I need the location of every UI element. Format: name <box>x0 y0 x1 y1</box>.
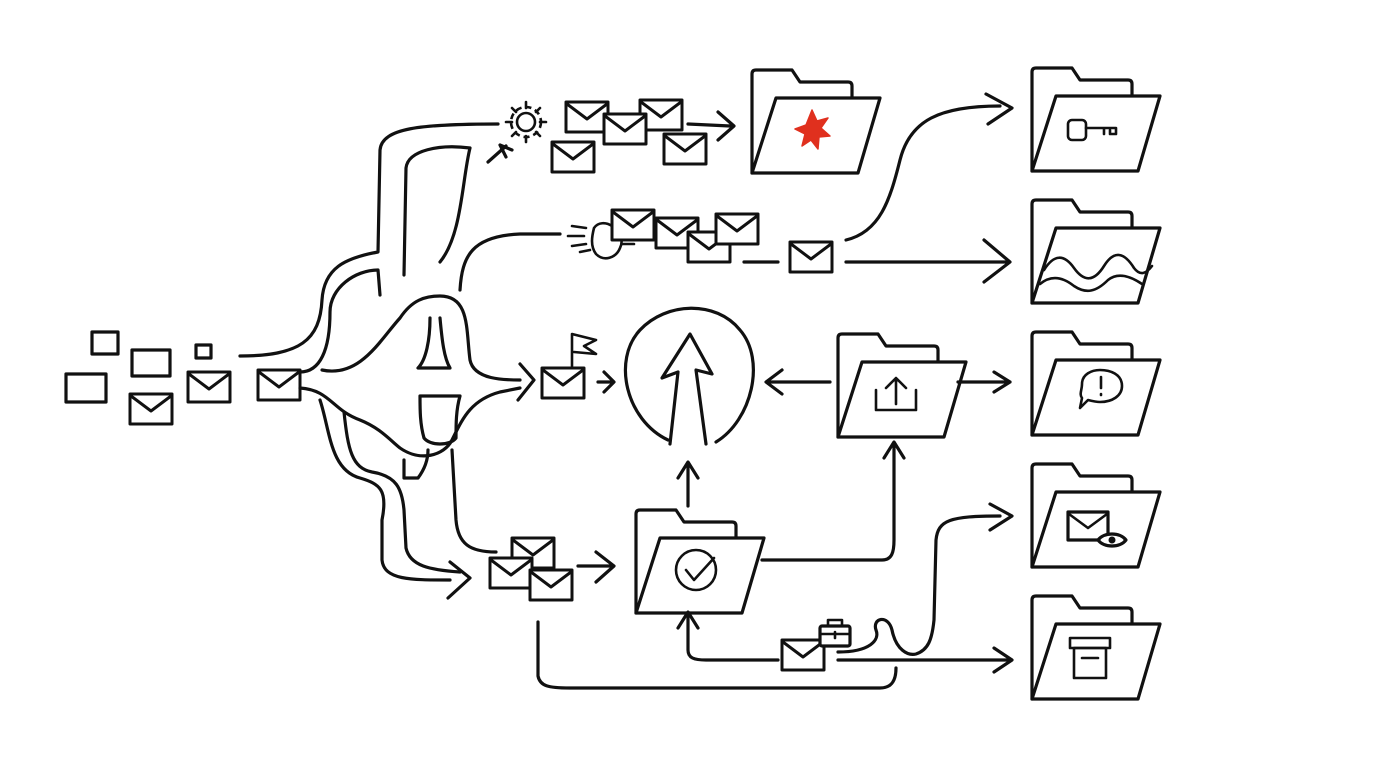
folder-upload <box>836 332 968 439</box>
envelope-icon <box>602 112 648 146</box>
flow-line <box>402 145 472 277</box>
flow-line <box>450 448 498 554</box>
flow-to-watched <box>836 514 1002 656</box>
folder-icon <box>1030 330 1162 437</box>
checkmark-icon <box>674 548 718 592</box>
feedback-line <box>686 612 780 662</box>
wave-icon <box>1042 253 1154 280</box>
envelope-icon <box>662 132 708 166</box>
arrowhead <box>984 92 1014 126</box>
arrow-to-alert <box>956 370 1012 394</box>
flow-to-wave <box>844 238 1012 284</box>
upload-icon <box>874 376 918 412</box>
arrow-to-starred <box>686 110 736 142</box>
folder-icon <box>1030 66 1162 173</box>
arrowhead <box>676 610 700 630</box>
key-icon <box>1066 118 1118 142</box>
arrowhead <box>576 550 616 584</box>
envelope-stack-top <box>550 98 708 174</box>
incoming-mail-cluster <box>64 330 302 426</box>
hand-icon <box>566 221 636 260</box>
wave-icon <box>1038 274 1144 293</box>
briefcase-envelope <box>780 618 852 672</box>
flow-lobe <box>418 394 462 446</box>
arrowhead <box>988 502 1014 532</box>
flagged-envelope <box>540 332 598 400</box>
flow-to-key <box>844 104 1002 242</box>
alert-bubble-icon <box>1078 368 1124 410</box>
flag-icon <box>570 332 598 368</box>
envelope-icon <box>186 370 232 404</box>
envelope-stack-middle <box>610 208 834 274</box>
flow-line <box>318 398 452 582</box>
envelope-eye-icon <box>1066 510 1128 548</box>
arrowhead <box>596 370 616 394</box>
arrowhead <box>516 362 536 402</box>
mail-fragment <box>90 330 120 356</box>
mail-fragment <box>194 343 213 360</box>
folder-starred <box>750 68 882 175</box>
folder-icon <box>634 508 766 615</box>
envelope-icon <box>714 212 760 246</box>
arrow-to-circle <box>676 460 700 508</box>
envelope-icon <box>128 392 174 426</box>
gear-icon <box>504 100 548 144</box>
folder-key <box>1030 66 1162 173</box>
archive-box-icon <box>1068 636 1112 680</box>
flow-line <box>458 232 562 292</box>
arrowhead <box>446 560 472 600</box>
flow-line <box>402 448 430 480</box>
folder-archive <box>1030 594 1162 701</box>
return-line <box>536 620 898 690</box>
envelope-stack-bottom <box>488 536 574 602</box>
folder-wave <box>1030 198 1162 305</box>
briefcase-icon <box>818 618 852 648</box>
envelope-icon <box>780 638 826 672</box>
flow-to-archive <box>836 646 1014 674</box>
envelope-icon <box>540 366 586 400</box>
flow-line <box>486 144 508 164</box>
envelope-icon <box>488 556 534 590</box>
flow-line <box>298 268 382 374</box>
folder-approved <box>634 508 766 615</box>
envelope-icon <box>564 100 610 134</box>
mail-fragment <box>64 372 108 404</box>
envelope-icon <box>528 568 574 602</box>
flow-line <box>298 386 522 458</box>
flow-line <box>238 122 500 358</box>
flow-to-upload <box>760 440 906 562</box>
envelope-icon <box>550 140 596 174</box>
envelope-icon <box>788 240 834 274</box>
mail-fragment <box>130 348 172 378</box>
folder-watched <box>1030 462 1162 569</box>
star-burst-icon <box>794 109 831 150</box>
flow-line <box>342 410 462 574</box>
folder-alert <box>1030 330 1162 437</box>
branching-flow-lines <box>238 122 562 600</box>
arrow-from-upload <box>764 368 832 396</box>
envelope-icon <box>610 208 656 242</box>
flow-lobe <box>416 316 452 370</box>
envelope-icon <box>256 368 302 402</box>
flow-line <box>320 294 522 382</box>
up-arrow-circle-icon <box>623 306 755 446</box>
